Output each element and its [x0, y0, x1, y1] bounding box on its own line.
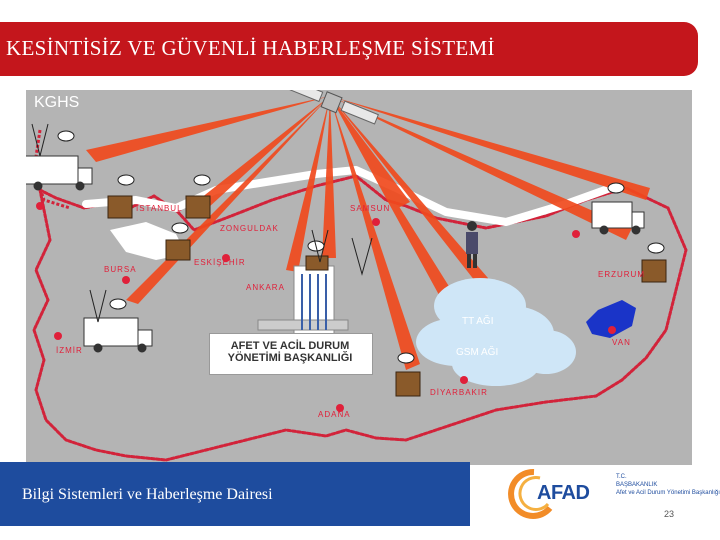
city-label-bursa: BURSA [104, 265, 137, 274]
afad-logo-mark-icon [508, 468, 553, 519]
signal-beams [86, 96, 650, 370]
city-label-izmir: İZMİR [56, 346, 83, 355]
mobile-van-icon [83, 317, 153, 353]
city-label-samsun: SAMSUN [350, 204, 391, 213]
city-label-diyarbakir: DİYARBAKIR [430, 388, 488, 397]
network-clouds [416, 278, 576, 386]
field-operator-icon [466, 221, 478, 268]
city-label-adana: ADANA [318, 410, 351, 419]
mobile-van-icon [26, 155, 93, 191]
satellite-icon [284, 90, 379, 125]
ground-station-icons [107, 195, 667, 397]
logo-line-ministry: BAŞBAKANLIK [616, 482, 658, 488]
page-title: KESİNTİSİZ VE GÜVENLİ HABERLEŞME SİSTEMİ [6, 36, 495, 60]
department-name: Bilgi Sistemleri ve Haberleşme Dairesi [22, 486, 273, 503]
network-label-tt: TT AĞI [462, 316, 494, 327]
afad-logo-word: AFAD [537, 482, 590, 504]
map-label: KGHS [34, 94, 80, 111]
hq-building-icon [257, 265, 349, 335]
page-number: 23 [664, 509, 675, 519]
city-label-istanbul: İSTANBUL [136, 204, 183, 213]
map-panel [26, 90, 692, 465]
antenna-dish-icons [57, 130, 665, 364]
hq-label-box [209, 333, 373, 375]
hq-label-line1: AFET VE ACİL DURUM [230, 340, 350, 352]
city-label-erzurum: ERZURUM [598, 270, 645, 279]
north-coastline [82, 166, 620, 226]
network-map [26, 90, 688, 462]
country-border [32, 174, 688, 462]
mobile-van-icon [591, 201, 645, 235]
lake-van [586, 300, 636, 338]
city-label-van: VAN [612, 338, 631, 347]
afad-logo [490, 462, 720, 526]
city-label-eskisehir: ESKİŞEHİR [194, 258, 246, 267]
footer-bar [0, 462, 470, 526]
hq-label-line2: YÖNETİMİ BAŞKANLIĞI [227, 352, 353, 364]
tower-antenna-icons [31, 123, 373, 323]
city-label-ankara: ANKARA [246, 283, 285, 292]
network-label-gsm: GSM AĞI [456, 347, 499, 358]
city-dots [36, 202, 616, 412]
logo-line-tc: T.C. [616, 474, 627, 480]
city-label-zonguldak: ZONGULDAK [220, 224, 279, 233]
logo-line-agency: Afet ve Acil Durum Yönetimi Başkanlığı [616, 490, 720, 496]
title-bar [0, 22, 698, 76]
hq-label: AFET VE ACİL DURUM YÖNETİMİ BAŞKANLIĞI [209, 340, 371, 364]
